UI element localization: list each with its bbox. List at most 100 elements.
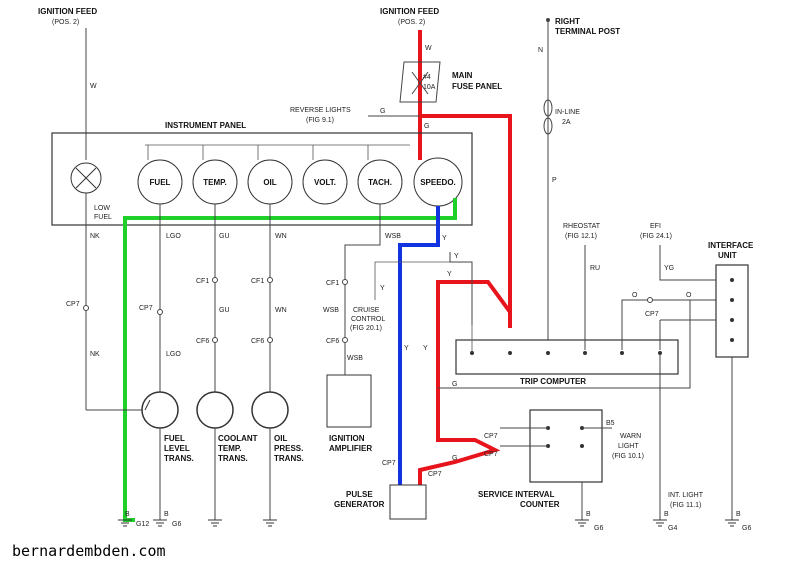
trip-computer-box — [455, 339, 679, 375]
connector-cp7-fuel — [157, 309, 163, 315]
main-fuse-icon — [399, 61, 441, 103]
wire-label-p: P — [552, 177, 557, 184]
wire-label-y-cruise: Y — [380, 285, 385, 292]
wire-label-lgo-1: LGO — [166, 233, 181, 240]
wire-label-gu-1: GU — [219, 233, 230, 240]
wire-label-o-2: O — [686, 292, 692, 299]
terminal-post-node — [546, 18, 550, 22]
fuel-level-transmitter-icon — [141, 391, 179, 429]
warn-light-label-1: WARN — [620, 433, 641, 440]
wire-o — [621, 299, 720, 350]
gauge-label: TEMP. — [203, 178, 226, 187]
connector-label-cf6-temp: CF6 — [196, 338, 209, 345]
interface-unit-label-2: UNIT — [718, 251, 737, 260]
cruise-control-label-1: CRUISE — [353, 307, 380, 314]
ground-label-g12: G12 — [136, 521, 149, 528]
wire-label-gu-2: GU — [219, 307, 230, 314]
service-interval-label-1: SERVICE INTERVAL — [478, 490, 555, 499]
connector-label-cp7-left: CP7 — [66, 301, 80, 308]
wire-blue — [398, 206, 440, 488]
connector-label-cp7-pulse-1: CP7 — [382, 460, 396, 467]
interface-unit-pins — [730, 278, 734, 342]
ignition-amplifier-label-2: AMPLIFIER — [329, 444, 372, 453]
wire-red-trip — [420, 114, 512, 328]
wire-label-w-center: W — [425, 45, 432, 52]
gauge-label: FUEL — [150, 178, 171, 187]
ground-label-g4: G4 — [668, 525, 677, 532]
wire-label-nk-2: NK — [90, 351, 100, 358]
low-fuel-lamp-icon — [70, 162, 102, 194]
connector-cf1-tach — [342, 279, 348, 285]
transmitter-label-1: COOLANT — [218, 434, 258, 443]
gauge-tach: TACH. — [357, 145, 403, 205]
ground-symbols — [118, 428, 739, 527]
ground-label-b3: B — [586, 511, 591, 518]
right-terminal-sub: TERMINAL POST — [555, 27, 620, 36]
pulse-generator-label-1: PULSE — [346, 490, 373, 499]
rheostat-ref: (FIG 12.1) — [565, 233, 597, 240]
fuse-panel-label-1: MAIN — [452, 71, 473, 80]
trip-computer-pins — [470, 325, 662, 355]
connector-cf6-oil — [267, 337, 273, 343]
wire-label-yg: YG — [664, 265, 674, 272]
cruise-control-label-2: CONTROL — [351, 316, 385, 323]
ground-label-g6-2: G6 — [594, 525, 603, 532]
wire-label-g-pulse: G — [452, 455, 457, 462]
wire-label-wsb-3: WSB — [347, 355, 363, 362]
connector-cf6-tach — [342, 337, 348, 343]
wire-label-ru: RU — [590, 265, 600, 272]
connector-label-cf1-oil: CF1 — [251, 278, 264, 285]
efi-ref: (FIG 24.1) — [640, 233, 672, 240]
fuse-amperage: 10A — [423, 84, 436, 91]
wire-label-g-bottom: G — [452, 381, 457, 388]
gauge-label: TACH. — [368, 178, 392, 187]
ignition-amplifier-label-1: IGNITION — [329, 434, 365, 443]
connector-cf1-temp — [212, 277, 218, 283]
fuse-panel-label-2: FUSE PANEL — [452, 82, 502, 91]
inline-fuse-amp: 2A — [562, 119, 571, 126]
efi-label: EFI — [650, 223, 661, 230]
ground-label-b4: B — [664, 511, 669, 518]
wire-label-n: N — [538, 47, 543, 54]
connector-label-cp7-o: CP7 — [645, 311, 659, 318]
gauge-oil: OIL — [247, 145, 293, 205]
cruise-control-ref: (FIG 20.1) — [350, 325, 382, 332]
connector-cp7-o — [647, 297, 653, 303]
wire-label-y-trip: Y — [447, 271, 452, 278]
transmitter-label-3: TRANS. — [274, 454, 304, 463]
pulse-generator-label-2: GENERATOR — [334, 500, 385, 509]
inline-fuse-label: IN-LINE — [555, 109, 580, 116]
pulse-generator-box — [389, 484, 427, 520]
wire-label-wsb-1: WSB — [385, 233, 401, 240]
low-fuel-label-2: FUEL — [94, 214, 112, 221]
int-light-label: INT. LIGHT — [668, 492, 704, 499]
instrument-panel-title: INSTRUMENT PANEL — [165, 121, 246, 130]
right-terminal-title: RIGHT — [555, 17, 580, 26]
gauge-label: OIL — [263, 178, 276, 187]
connector-label-cp7-svc-1: CP7 — [484, 433, 498, 440]
wire-yg — [659, 245, 720, 281]
wire-label-g-reverse: G — [380, 108, 385, 115]
connector-label-cf1-temp: CF1 — [196, 278, 209, 285]
wire-label-w-left: W — [90, 83, 97, 90]
int-light-ref: (FIG 11.1) — [670, 502, 701, 509]
ground-label-b5: B — [736, 511, 741, 518]
warn-light-ref: (FIG 10.1) — [612, 453, 644, 460]
transmitter-label-2: LEVEL — [164, 444, 190, 453]
transmitter-label-1: FUEL — [164, 434, 185, 443]
trip-computer-label: TRIP COMPUTER — [520, 377, 586, 386]
ignition-feed-left-title: IGNITION FEED — [38, 7, 97, 16]
wire-cruise — [374, 261, 450, 300]
wire-label-y-blue: Y — [404, 345, 409, 352]
service-interval-label-2: COUNTER — [520, 500, 560, 509]
wire-label-o-1: O — [632, 292, 638, 299]
connector-label-cp7-fuel: CP7 — [139, 305, 153, 312]
transmitter-label-1: OIL — [274, 434, 287, 443]
wire-g-bottom — [438, 300, 691, 389]
connector-label-cp7-svc-2: CP7 — [484, 451, 498, 458]
wire-label-wn-1: WN — [275, 233, 287, 240]
wire-label-g-center: G — [424, 123, 429, 130]
wire-y-trip — [449, 252, 473, 325]
wire-label-lgo-2: LGO — [166, 351, 181, 358]
